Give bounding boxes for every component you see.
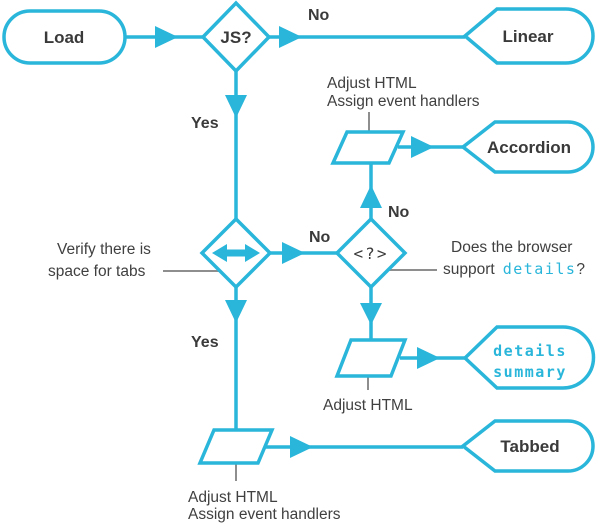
node-tabbed-process	[197, 428, 275, 465]
callout-line1: Does the browser	[451, 239, 572, 256]
edge-tabbed-process-to-tabbed	[265, 436, 463, 458]
edge-js-no-to-linear: No	[269, 7, 465, 48]
node-label-line2: summary	[493, 363, 567, 381]
callout-line1: Adjust HTML	[327, 75, 417, 92]
callout-line1: Adjust HTML	[188, 489, 278, 506]
callout-line2: Assign event handlers	[327, 93, 480, 110]
callout-code-details: details	[503, 260, 577, 278]
callout-details-process: Adjust HTML	[323, 397, 413, 414]
edge-accordion-process-to-accordion	[398, 136, 463, 158]
callout-verify-space: Verify there is space for tabs	[48, 241, 151, 280]
callout-word: support	[443, 261, 495, 278]
node-label: Load	[44, 28, 85, 47]
callout-punct: ?	[576, 261, 585, 278]
callout-line1: Adjust HTML	[323, 397, 413, 414]
callout-line2: space for tabs	[48, 263, 146, 280]
node-label: Accordion	[487, 138, 571, 157]
edge-details-process-to-details-summary	[400, 347, 465, 369]
edge-label-no: No	[308, 7, 330, 24]
arrow-shaft	[225, 249, 247, 257]
node-label-line1: details	[493, 342, 567, 360]
terminator-shape	[460, 120, 595, 174]
arrowhead-icon	[360, 185, 382, 208]
edge-js-yes-down: Yes	[191, 71, 247, 219]
arrowhead-icon	[225, 95, 247, 118]
arrowhead-icon	[282, 242, 305, 264]
edge-label-yes: Yes	[191, 334, 219, 351]
callout-tabbed-process: Adjust HTML Assign event handlers	[188, 489, 341, 523]
arrowhead-icon	[290, 436, 313, 458]
edge-space-no-to-details-decision: No	[270, 229, 337, 264]
edge-details-no-up: No	[360, 163, 410, 221]
node-label: Linear	[502, 27, 553, 46]
node-details-process	[334, 338, 408, 378]
decision-diamond-shape	[334, 216, 408, 290]
node-details-summary: details summary	[462, 325, 596, 390]
terminator-shape	[462, 325, 596, 390]
edge-space-yes-down: Yes	[191, 287, 247, 430]
io-parallelogram-shape	[330, 130, 406, 165]
edge-label-no: No	[388, 204, 410, 221]
edge-details-yes-down	[360, 287, 382, 340]
node-details-decision: <?>	[334, 216, 408, 290]
node-space-decision	[199, 216, 273, 290]
node-load: Load	[2, 9, 127, 65]
terminator-shape	[460, 419, 595, 473]
callout-accordion-process: Adjust HTML Assign event handlers	[327, 75, 480, 110]
node-label: Tabbed	[500, 437, 559, 456]
node-accordion: Accordion	[460, 120, 595, 174]
edge-label-no: No	[309, 229, 331, 246]
callout-line2: Assign event handlers	[188, 506, 341, 523]
io-parallelogram-shape	[334, 338, 408, 378]
arrowhead-icon	[279, 26, 302, 48]
arrowhead-icon	[411, 136, 434, 158]
callout-line2: support details?	[443, 260, 585, 278]
arrow-right-head	[245, 244, 260, 262]
callout-line1: Verify there is	[57, 241, 151, 258]
terminator-shape	[2, 9, 127, 65]
io-parallelogram-shape	[197, 428, 275, 465]
node-label: JS?	[220, 28, 251, 47]
node-label: <?>	[354, 244, 389, 263]
arrowhead-icon	[225, 300, 247, 323]
edge-label-yes: Yes	[191, 115, 219, 132]
arrowhead-icon	[360, 303, 382, 325]
node-js-decision: JS?	[200, 0, 272, 74]
terminator-shape	[462, 7, 595, 65]
node-linear: Linear	[462, 7, 595, 65]
arrow-left-head	[212, 244, 227, 262]
arrowhead-icon	[417, 347, 440, 369]
arrowhead-icon	[155, 26, 178, 48]
edge-load-to-js	[125, 26, 203, 48]
decision-diamond-shape	[200, 0, 272, 74]
node-accordion-process	[330, 130, 406, 165]
left-right-arrow-icon	[212, 244, 260, 262]
callout-browser-support: Does the browser support details?	[443, 239, 585, 278]
node-tabbed: Tabbed	[460, 419, 595, 473]
